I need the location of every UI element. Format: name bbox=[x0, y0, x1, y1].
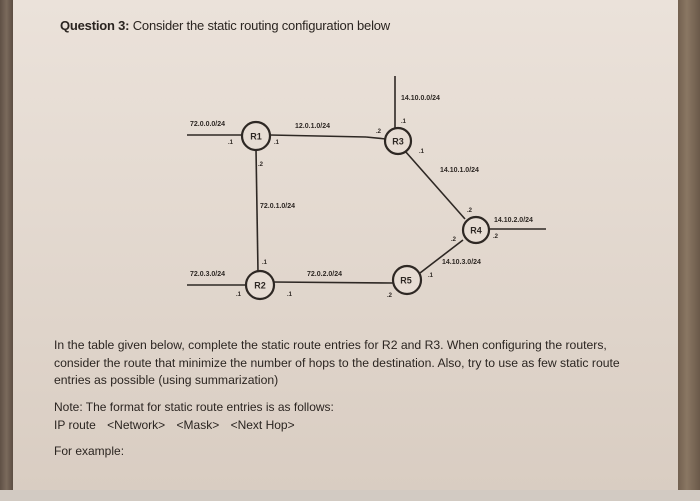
route-format-line: IP route <Network> <Mask> <Next Hop> bbox=[54, 416, 334, 434]
router-label-r3: R3 bbox=[392, 137, 404, 147]
router-label-r1: R1 bbox=[250, 132, 262, 142]
router-r4 bbox=[461, 215, 491, 245]
iface-r3-r1: .2 bbox=[376, 129, 382, 135]
router-label-r2: R2 bbox=[254, 281, 266, 291]
network-label-14-10-3-0: 14.10.3.0/24 bbox=[442, 259, 481, 266]
iface-r3-r4: .1 bbox=[419, 149, 425, 155]
iface-r4-r3: .2 bbox=[467, 208, 473, 214]
network-label-72-0-1-0: 72.0.1.0/24 bbox=[260, 203, 295, 210]
note-block: Note: The format for static route entrie… bbox=[54, 398, 334, 434]
paper-sheet bbox=[13, 0, 678, 490]
network-label-14-10-1-0: 14.10.1.0/24 bbox=[440, 167, 479, 174]
link-r1-r2 bbox=[255, 148, 259, 273]
question-text: Consider the static routing configuratio… bbox=[129, 18, 390, 33]
iface-r2-lan: .1 bbox=[236, 292, 242, 298]
question-number: Question 3: bbox=[60, 18, 130, 33]
note-line: Note: The format for static route entrie… bbox=[54, 400, 334, 414]
network-label-72-0-3-0: 72.0.3.0/24 bbox=[190, 271, 225, 278]
iface-r2-r1: .1 bbox=[262, 260, 268, 266]
link-r1-r3-b bbox=[365, 136, 387, 140]
iface-r2-r5: .1 bbox=[287, 292, 293, 298]
link-r4-r5 bbox=[419, 239, 464, 274]
iface-r5-r4: .1 bbox=[428, 273, 434, 279]
wood-surface-left bbox=[0, 0, 13, 501]
iface-r1-lan: .1 bbox=[228, 140, 234, 146]
bottom-edge bbox=[0, 490, 700, 501]
link-r1-r3 bbox=[269, 134, 367, 138]
router-r5 bbox=[391, 264, 423, 296]
format-mask: <Mask> bbox=[176, 418, 220, 432]
network-label-72-0-2-0: 72.0.2.0/24 bbox=[307, 271, 342, 278]
link-r2-r5 bbox=[271, 281, 394, 284]
iface-r1-r3: .1 bbox=[274, 140, 280, 146]
instructions-paragraph: In the table given below, complete the s… bbox=[54, 338, 620, 387]
link-r3-r4 bbox=[404, 150, 466, 220]
format-next-hop: <Next Hop> bbox=[230, 418, 295, 432]
router-r2 bbox=[244, 269, 276, 301]
example-label: For example: bbox=[54, 444, 125, 458]
format-prefix: IP route bbox=[54, 418, 96, 432]
router-label-r4: R4 bbox=[470, 226, 482, 236]
network-label-72-0-0-0: 72.0.0.0/24 bbox=[190, 121, 225, 128]
format-network: <Network> bbox=[107, 418, 166, 432]
iface-r3-lan: .1 bbox=[401, 119, 407, 125]
question-title: Question 3: Consider the static routing … bbox=[60, 18, 390, 33]
iface-r4-r5: .2 bbox=[451, 237, 457, 243]
router-r3 bbox=[383, 126, 413, 156]
router-label-r5: R5 bbox=[400, 276, 412, 286]
iface-r4-lan: .2 bbox=[493, 234, 499, 240]
iface-r5-r2: .2 bbox=[387, 293, 393, 299]
wood-surface-right bbox=[678, 0, 700, 501]
network-label-14-10-0-0: 14.10.0.0/24 bbox=[401, 95, 440, 102]
network-label-12-0-1-0: 12.0.1.0/24 bbox=[295, 123, 330, 130]
iface-r1-r2: .2 bbox=[258, 162, 264, 168]
network-label-14-10-2-0: 14.10.2.0/24 bbox=[494, 217, 533, 224]
router-r1 bbox=[240, 120, 272, 152]
